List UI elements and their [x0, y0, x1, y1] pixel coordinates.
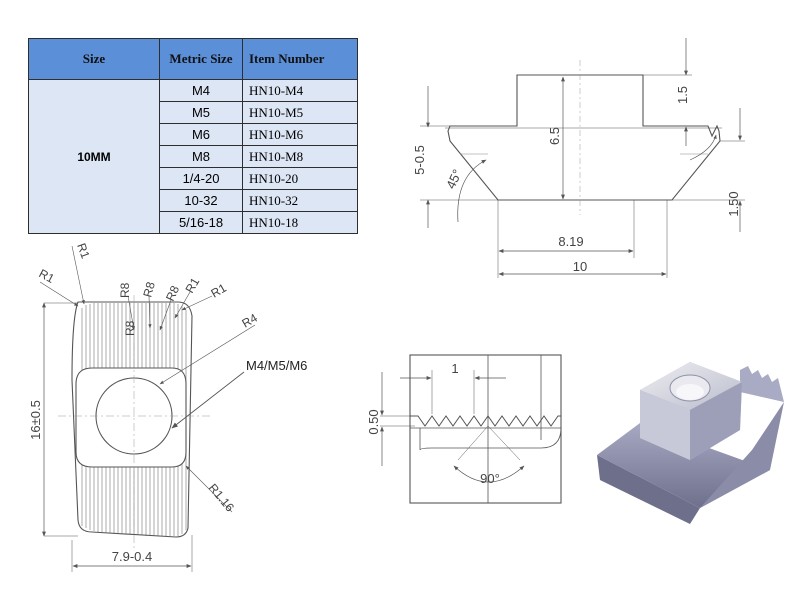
- dim-6-5: 6.5: [547, 127, 562, 145]
- dim-5-0-5: 5-0.5: [412, 145, 427, 175]
- dim-7-9: 7.9-0.4: [112, 549, 152, 564]
- dim-16: 16±0.5: [28, 400, 43, 440]
- plan-view: [39, 245, 256, 572]
- dim-angle-90: 90°: [480, 471, 500, 486]
- metric-cell: 10-32: [159, 189, 243, 212]
- table-row: 5/16-18 HN10-18: [29, 211, 358, 234]
- label-r1-d: R1: [209, 281, 230, 301]
- metric-cell: M4: [159, 79, 243, 102]
- dim-10: 10: [573, 259, 587, 274]
- side-view-labels: 1.5 6.5 5-0.5 45° 1.50 8.19 10: [412, 86, 741, 274]
- table-header-row: Size Metric Size Item Number: [28, 38, 358, 80]
- label-r8-c: R8: [140, 280, 158, 299]
- tooth-detail-labels: 1 0.50 90°: [366, 361, 500, 486]
- size-cell: 10MM: [28, 79, 160, 234]
- dim-1-50: 1.50: [726, 191, 741, 216]
- table-row: 10-32 HN10-32: [29, 189, 358, 212]
- label-r8-a: R8: [123, 320, 137, 336]
- label-r1-16: R1.16: [206, 481, 238, 515]
- item-cell: HN10-20: [242, 167, 358, 190]
- metric-cell: M8: [159, 145, 243, 168]
- side-view: [420, 38, 745, 278]
- dim-8-19: 8.19: [558, 234, 583, 249]
- header-size: Size: [28, 38, 160, 80]
- label-thread: M4/M5/M6: [246, 358, 307, 373]
- table-row: 10MM M4 HN10-M4: [28, 79, 358, 234]
- spec-table: Size Metric Size Item Number 10MM M4 HN1…: [28, 38, 358, 234]
- item-cell: HN10-M8: [242, 145, 358, 168]
- dim-pitch-1: 1: [451, 361, 458, 376]
- label-r1-b: R1: [74, 241, 93, 261]
- table-row: M5 HN10-M5: [29, 101, 358, 124]
- table-row: 1/4-20 HN10-20: [29, 167, 358, 190]
- table-row: M8 HN10-M8: [29, 145, 358, 168]
- metric-cell: 1/4-20: [159, 167, 243, 190]
- label-r8-b: R8: [118, 282, 132, 298]
- item-cell: HN10-M5: [242, 101, 358, 124]
- metric-cell: M5: [159, 101, 243, 124]
- label-r1-a: R1: [37, 266, 57, 286]
- label-r8-d: R8: [163, 283, 182, 303]
- tooth-profile: [410, 415, 561, 427]
- dim-depth-0-50: 0.50: [366, 409, 381, 434]
- t-nut-3d-render: [597, 362, 784, 524]
- item-cell: HN10-18: [242, 211, 358, 234]
- plan-view-outline: [71, 301, 193, 538]
- metric-cell: 5/16-18: [159, 211, 243, 234]
- dim-1-5: 1.5: [675, 86, 690, 104]
- plan-view-labels: R1 R1 R8 R8 R8 R8 R1 R1 R4 M4/M5/M6 R1.1…: [28, 241, 307, 564]
- tooth-detail: [380, 354, 562, 504]
- label-r4: R4: [240, 311, 261, 331]
- label-r1-c: R1: [182, 275, 202, 296]
